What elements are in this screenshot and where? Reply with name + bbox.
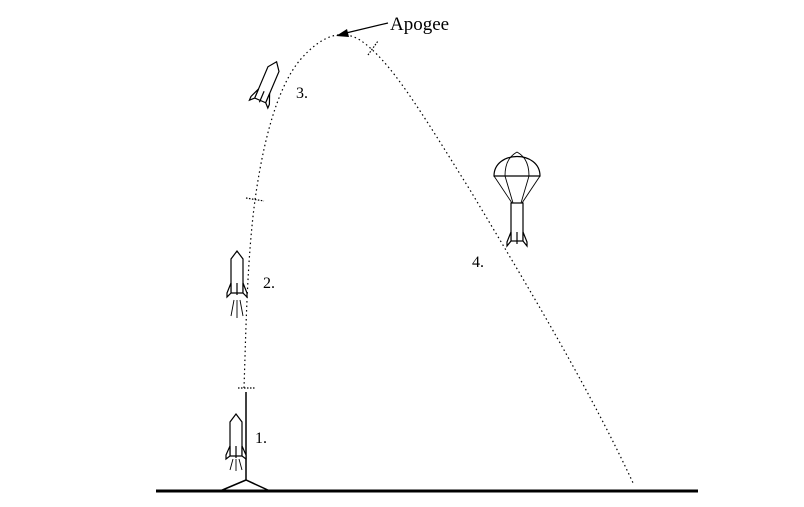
rocket-boost-icon [226, 250, 248, 318]
flight-trajectory [243, 34, 635, 486]
phase-2-label: 2. [263, 275, 275, 292]
arrow-icon [336, 22, 389, 37]
apogee-label: Apogee [390, 14, 449, 35]
rocket-coast-icon [248, 60, 280, 110]
rocket-on-launch-pad-icon [225, 413, 247, 471]
phase-markers [238, 40, 379, 389]
launch-pad [219, 392, 271, 492]
phase-3-label: 3. [296, 85, 308, 102]
rocket-parachute-icon [493, 151, 541, 248]
phase-1-label: 1. [255, 430, 267, 447]
marker-burnout [245, 197, 265, 202]
phase-4-label: 4. [472, 254, 484, 271]
